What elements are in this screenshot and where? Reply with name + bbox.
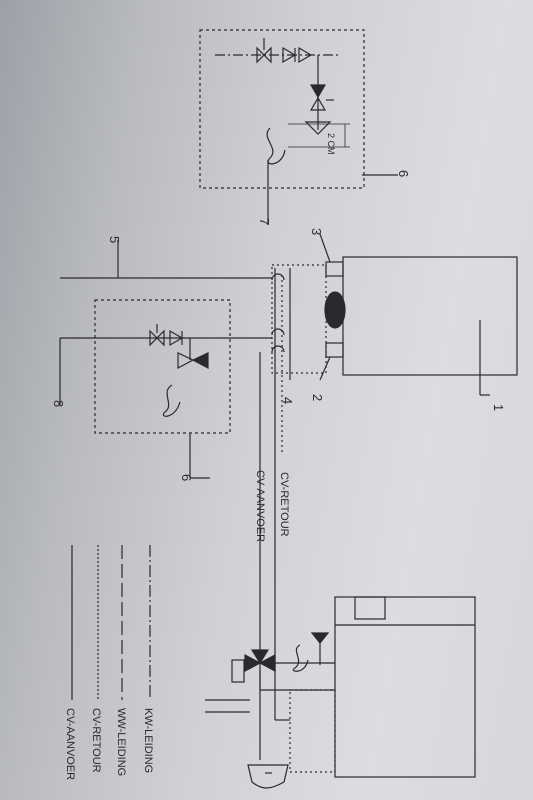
safety-valve-icon: [309, 84, 334, 111]
mixing-valve-icon: [244, 649, 276, 672]
check-valve-icon: [282, 46, 313, 64]
label-2: 2: [310, 394, 325, 401]
siphon-icon: [292, 644, 309, 672]
top-assembly-box: [199, 29, 365, 189]
label-5: 5: [107, 236, 122, 243]
funnel-icon: [304, 121, 332, 135]
water-heater: [334, 596, 476, 778]
legend-label-cvr: CV-RETOUR: [90, 708, 102, 773]
valve-icon: [149, 324, 165, 347]
boiler: [342, 256, 518, 376]
siphon-icon: [162, 384, 181, 417]
valve-icon: [256, 38, 272, 64]
check-valve-icon: [169, 329, 184, 347]
middle-assembly-box: [94, 299, 231, 434]
safety-valve-icon: [177, 352, 209, 369]
pump-icon: [324, 291, 346, 329]
label-1: 1: [491, 404, 506, 411]
legend-label-kw: KW-LEIDING: [142, 708, 154, 773]
legend-label-cva: CV-AANVOER: [64, 708, 76, 780]
siphon-icon: [266, 127, 286, 165]
label-7: 7: [257, 218, 272, 225]
label-6-middle: 6: [179, 474, 194, 481]
legend-label-ww: WW-LEIDING: [115, 708, 127, 776]
label-8: 8: [51, 400, 66, 407]
cv-aanvoer-label: CV-AANVOER: [254, 470, 266, 542]
dimension-label: 2 CM: [326, 133, 336, 155]
label-4: 4: [280, 397, 295, 404]
safety-valve-icon: [310, 632, 330, 644]
label-6-top: 6: [396, 170, 411, 177]
drain-funnel-icon: [247, 764, 289, 789]
label-3: 3: [309, 228, 324, 235]
cv-retour-label: CV-RETOUR: [278, 472, 290, 537]
